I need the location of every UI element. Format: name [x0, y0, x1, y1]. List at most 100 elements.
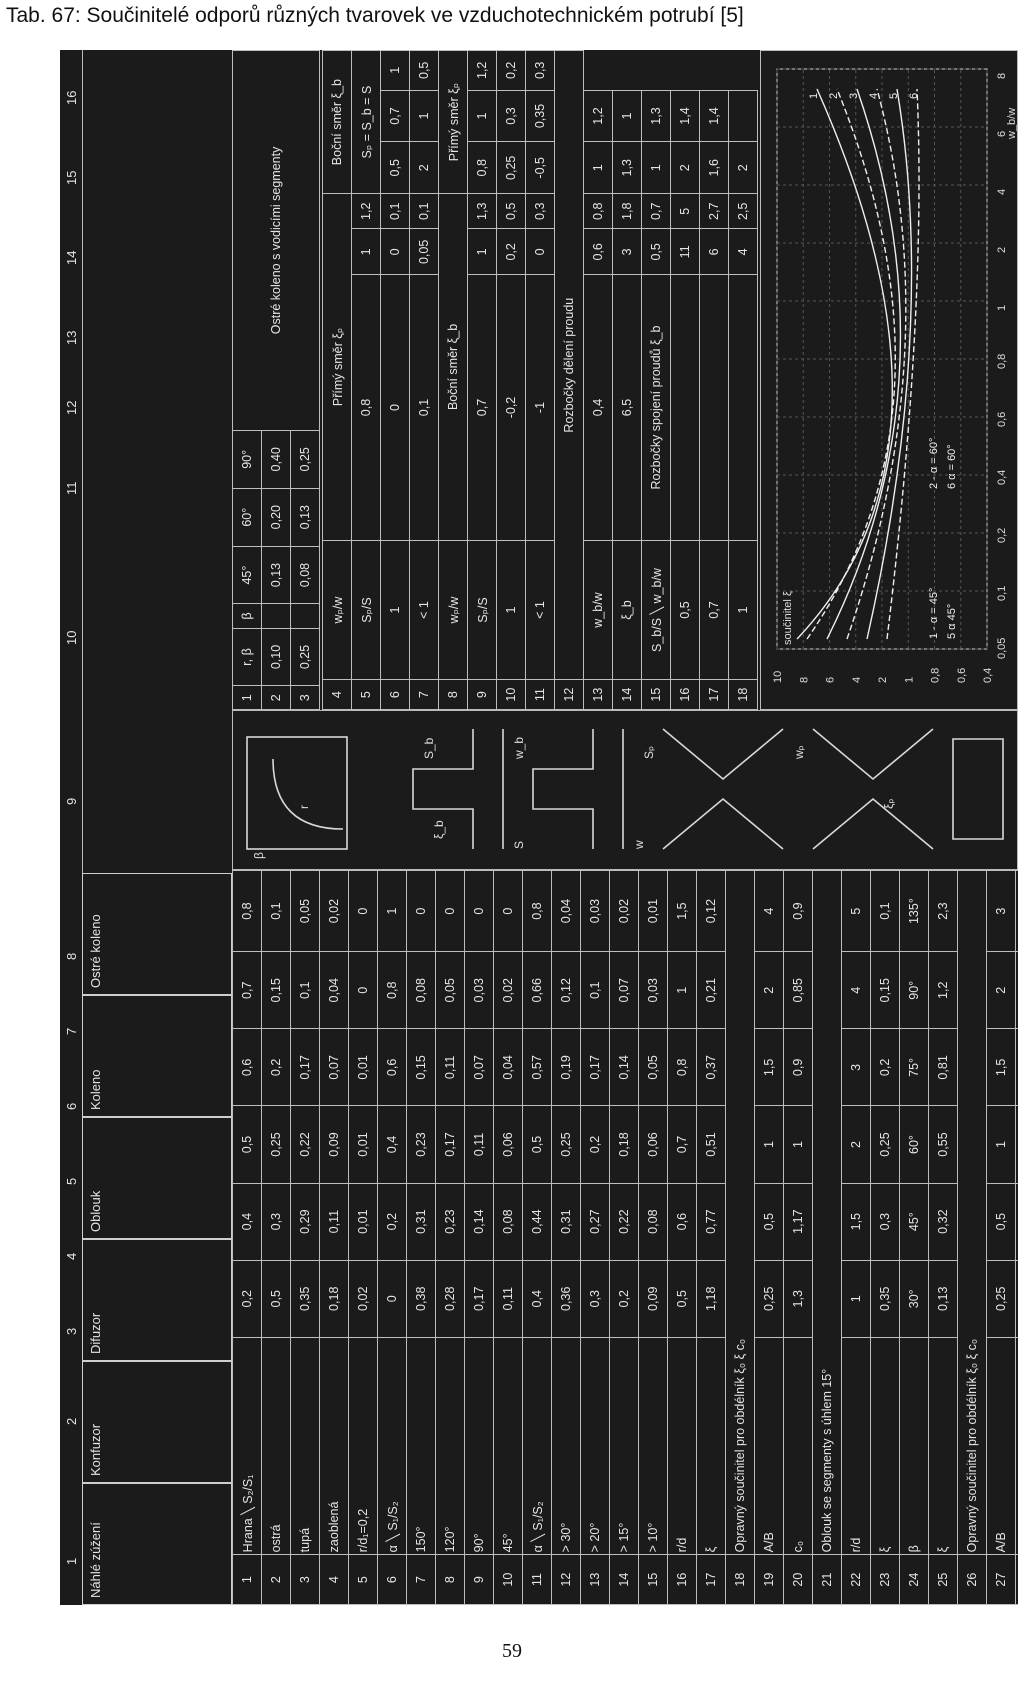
cell-value: 1,2	[583, 90, 613, 142]
cell-value: 2,5	[728, 193, 758, 229]
cell-value: 0,25	[986, 1260, 1016, 1338]
cell-value: 0,1	[409, 274, 439, 541]
cell-value: 60°	[232, 488, 262, 547]
cell-value: 30°	[899, 1260, 929, 1338]
chart-legend-entry: 6 α = 60°	[946, 444, 958, 489]
cell-value: 0,15	[406, 1028, 436, 1106]
row-head: α ╲ S₁/S₂	[377, 1337, 407, 1555]
cell-value: 11	[670, 228, 700, 275]
cell-value: 1,3	[467, 193, 497, 229]
row-head: A/B	[986, 1337, 1016, 1555]
cell-value: 0,2	[870, 1028, 900, 1106]
branch-chart-svg: 0,050,10,20,40,60,8124680,40,60,81246810…	[772, 68, 1018, 683]
cell-value: 3	[612, 228, 642, 275]
cell-value: 0,05	[290, 870, 320, 952]
cell-value: 0,8	[467, 141, 497, 194]
chart-curve-5	[866, 88, 913, 640]
page-number: 59	[502, 1640, 522, 1662]
table-row: 28c₀1,11,0710,950,90,83	[1015, 870, 1018, 1605]
row-number: 23	[870, 1554, 900, 1605]
x-tick-label: 0,1	[996, 586, 1008, 601]
cell-value	[728, 90, 758, 142]
cell-value	[670, 274, 700, 541]
cell-value: 90°	[899, 951, 929, 1029]
cell-value: 0,38	[406, 1260, 436, 1338]
row-number: 14	[612, 679, 642, 710]
row-number: 4	[322, 679, 352, 710]
cell-value: 0,57	[522, 1028, 552, 1106]
row-number: 12	[554, 679, 584, 710]
cell-value: 1,5	[667, 870, 697, 952]
row-head: > 15°	[609, 1337, 639, 1555]
cell-value: 0,13	[928, 1260, 958, 1338]
row-head: 0,7	[699, 540, 729, 680]
cell-value: 0,22	[290, 1105, 320, 1184]
x-tick-label: 0,05	[996, 638, 1008, 659]
cell-value: Sₚ = S_b = S	[351, 50, 381, 194]
cell-value: 0,3	[525, 193, 555, 229]
cell-value: 0,01	[348, 1105, 378, 1184]
curve-id-label: 3	[848, 93, 860, 99]
cell-value: 0,3	[496, 90, 526, 142]
row-number: 17	[699, 679, 729, 710]
cell-value: 0,7	[380, 90, 410, 142]
row-number: 10	[493, 1554, 523, 1605]
row-head: ostrá	[261, 1337, 291, 1555]
cell-value: 0	[348, 870, 378, 952]
cell-value: 0,6	[583, 228, 613, 275]
cell-value: 0,29	[290, 1183, 320, 1261]
cell-value: 0,36	[551, 1260, 581, 1338]
row-head: α ╲ S₁/S₂	[522, 1337, 552, 1555]
cell-value: 0,07	[319, 1028, 349, 1106]
cell-value: 60°	[899, 1105, 929, 1184]
row-number: 17	[696, 1554, 726, 1605]
row-head: r/d	[841, 1337, 871, 1555]
cell-value: 0,11	[319, 1183, 349, 1261]
fig-label-s: S	[512, 841, 526, 849]
cell-value: 0	[493, 870, 523, 952]
column-number: 5	[64, 1177, 79, 1185]
cell-value: 0,22	[609, 1183, 639, 1261]
cell-value: 0,40	[261, 430, 291, 489]
cell-value: 0,4	[232, 1183, 262, 1261]
cell-value: 0,02	[348, 1260, 378, 1338]
row-head: < 1	[409, 540, 439, 680]
cell-value: 0,5	[261, 1260, 291, 1338]
cell-value: 0,09	[319, 1105, 349, 1184]
row-number: 24	[899, 1554, 929, 1605]
cell-value: 1,3	[783, 1260, 813, 1338]
cell-value: -0,2	[496, 274, 526, 541]
column-number: 7	[64, 1027, 79, 1035]
cell-value: 0,8	[351, 274, 381, 541]
chart-curve-1	[796, 88, 893, 640]
column-number: 6	[64, 1102, 79, 1110]
section-ostre: Ostré koleno	[82, 873, 232, 995]
cell-value: 0,03	[580, 870, 610, 952]
section-oblouk: Oblouk	[82, 1117, 232, 1239]
cell-value: 0,11	[493, 1260, 523, 1338]
fig-label-wp: wₚ	[792, 745, 806, 760]
cell-value: 0,35	[290, 1260, 320, 1338]
fig-label-wb: w_b	[512, 737, 526, 760]
row-number: 22	[841, 1554, 871, 1605]
cell-value: 0,15	[870, 951, 900, 1029]
cell-value: 0,2	[580, 1105, 610, 1184]
row-head: ξ	[696, 1337, 726, 1555]
cell-value: 0,28	[435, 1260, 465, 1338]
row-number: 5	[348, 1554, 378, 1605]
cell-value: 2,3	[928, 870, 958, 952]
